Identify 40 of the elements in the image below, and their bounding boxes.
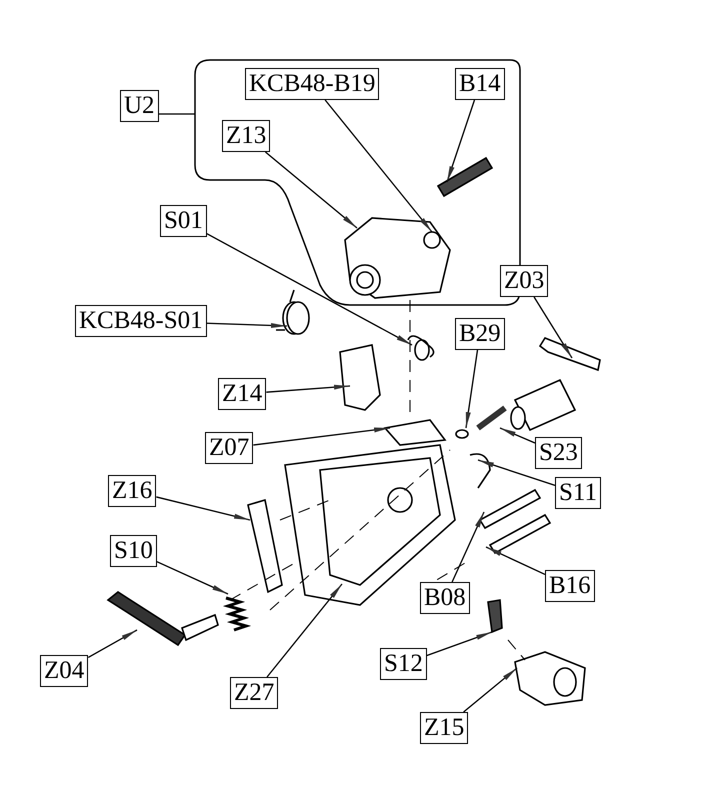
callout-label: S01 (160, 205, 207, 237)
callout-label: Z04 (40, 655, 88, 687)
callout-label: Z27 (230, 677, 278, 709)
leader-line (463, 668, 518, 712)
leader-line (265, 152, 358, 228)
leader-line (158, 113, 195, 115)
callout-label: Z13 (222, 120, 270, 152)
callout-label: B29 (455, 318, 505, 350)
leader-line (534, 296, 573, 358)
leader-line (206, 233, 412, 346)
leader-line (266, 584, 342, 678)
leader-line (253, 427, 390, 446)
callout-label: B14 (455, 68, 505, 100)
leader-line (88, 629, 138, 658)
callout-label: S11 (555, 477, 601, 509)
leader-line (156, 496, 250, 521)
callout-label: KCB48-B19 (245, 68, 380, 100)
leader-line (478, 459, 556, 486)
callout-label: B08 (420, 582, 470, 614)
callout-label: Z03 (500, 265, 548, 297)
leader-line (446, 100, 476, 182)
leader-line (465, 350, 478, 428)
leader-line (324, 100, 432, 232)
leader-line (156, 561, 228, 595)
leader-line (500, 427, 536, 444)
leader-line (486, 546, 546, 576)
callout-label: Z14 (218, 378, 266, 410)
callout-label: KCB48-S01 (75, 305, 207, 337)
callout-label: S23 (535, 437, 582, 469)
leader-line (266, 384, 350, 393)
leader-line (452, 512, 485, 582)
callout-label: Z15 (420, 712, 468, 744)
leader-line (206, 322, 288, 328)
callout-label: B16 (545, 570, 595, 602)
callout-label: Z16 (108, 475, 156, 507)
callout-label: S12 (380, 648, 427, 680)
callout-label: U2 (120, 90, 159, 122)
leader-line (426, 631, 492, 656)
callout-label: Z07 (205, 432, 254, 464)
callout-label: S10 (110, 535, 157, 567)
